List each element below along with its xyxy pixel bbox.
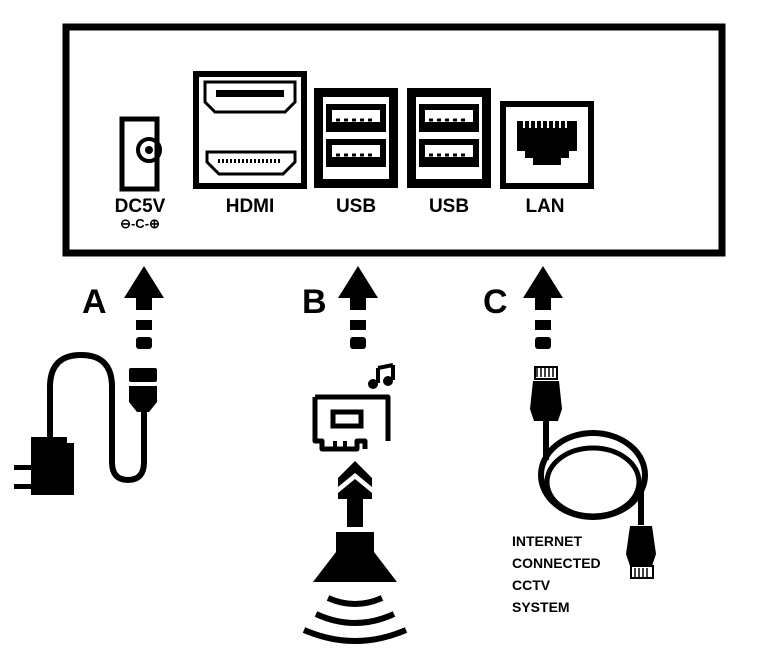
port-label-dc: DC5V — [114, 196, 166, 217]
power-adapter-icon — [14, 351, 157, 495]
connection-letter-b: B — [302, 283, 327, 321]
port-label-lan: LAN — [525, 196, 565, 217]
port-label-usb-1: USB — [335, 196, 377, 217]
music-note-icon — [368, 363, 395, 389]
cctv-line-3: CCTV — [512, 577, 551, 593]
lan-port — [500, 101, 594, 189]
speaker-icon — [302, 532, 408, 644]
connection-letter-a: A — [82, 283, 107, 321]
port-label-usb-2: USB — [428, 196, 470, 217]
usb-port-1 — [314, 88, 398, 188]
arrow-b — [338, 266, 378, 349]
polarity-symbol: ⊖-C-⊕ — [120, 216, 160, 231]
cctv-line-1: INTERNET — [512, 533, 582, 549]
dc-port — [119, 116, 162, 192]
port-label-hdmi: HDMI — [225, 196, 275, 217]
usb-port-2 — [407, 88, 491, 188]
arrow-a — [124, 266, 164, 349]
device-rear-panel — [62, 23, 726, 257]
usb-audio-card-icon — [312, 394, 391, 452]
cctv-line-2: CONNECTED — [512, 555, 601, 571]
hdmi-port — [193, 71, 307, 189]
cctv-system-label: INTERNET CONNECTED CCTV SYSTEM — [512, 530, 601, 618]
connection-letter-c: C — [483, 283, 508, 321]
double-chevron-up-icon — [338, 461, 372, 527]
cctv-line-4: SYSTEM — [512, 599, 570, 615]
arrow-c — [523, 266, 563, 349]
ethernet-cable-icon — [530, 366, 656, 579]
